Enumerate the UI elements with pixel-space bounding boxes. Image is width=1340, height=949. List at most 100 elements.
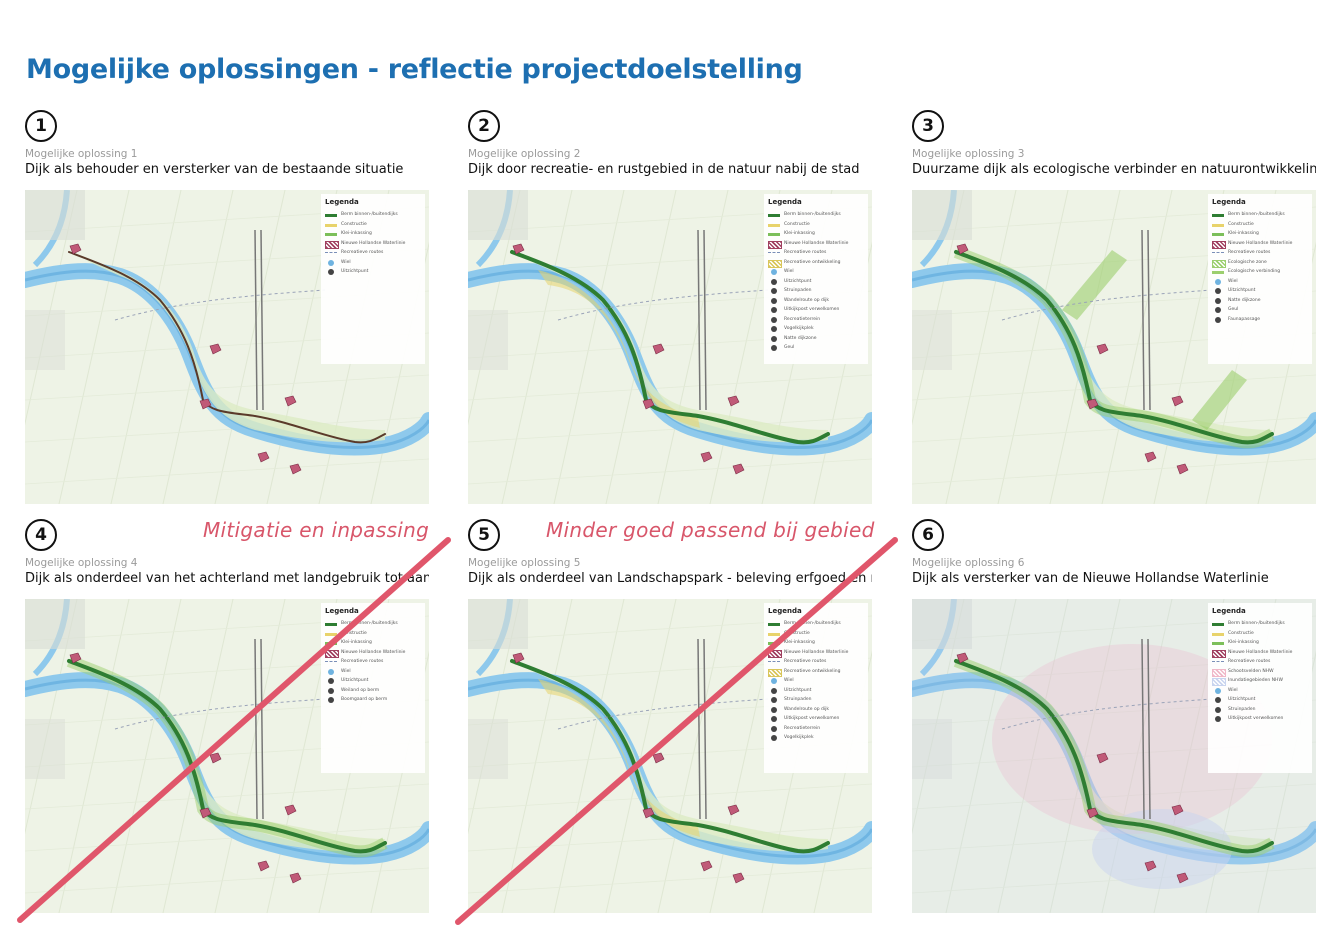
legend-title: Legenda xyxy=(1212,198,1246,206)
legend-label: Constructie xyxy=(341,221,367,227)
legend-item: Nieuwe Hollandse Waterlinie xyxy=(768,649,868,658)
legend-item: Natte dijkzone xyxy=(1212,297,1312,305)
legend-symbol xyxy=(1215,297,1221,304)
legend-item: Recreatieve routes xyxy=(325,659,425,666)
panel-subtitle: Mogelijke oplossing 3 xyxy=(912,148,1025,160)
field-line xyxy=(25,416,429,443)
legend-label: Constructie xyxy=(784,221,810,227)
legend-item: Wandelroute op dijk xyxy=(768,297,868,305)
legend-item: Recreatieve routes xyxy=(768,250,868,257)
legend-item: Faunapassage xyxy=(1212,316,1312,324)
legend-item: Klei-inkassing xyxy=(768,640,868,647)
legend-symbol xyxy=(1212,240,1226,249)
urban-area xyxy=(912,599,972,649)
dike-line xyxy=(954,659,1274,854)
legend-label: Recreatieve routes xyxy=(784,250,827,255)
legend-symbol xyxy=(768,642,780,645)
panel-number-badge: 6 xyxy=(912,519,944,551)
road xyxy=(703,229,707,411)
field-line xyxy=(945,190,1017,504)
legend-symbol xyxy=(328,678,334,684)
panel-subtitle: Mogelijke oplossing 1 xyxy=(25,148,138,160)
recreation-route xyxy=(1001,289,1213,321)
legend-item: Constructie xyxy=(768,631,868,638)
legend-symbol xyxy=(768,233,780,236)
legend-symbol xyxy=(768,623,780,626)
dike-line xyxy=(510,250,830,445)
legend-item: Berm binnen-/buitendijks xyxy=(325,621,425,628)
field-line xyxy=(945,599,1017,913)
legend-label: Constructie xyxy=(341,630,367,636)
legend-symbol xyxy=(1212,668,1226,677)
legend-label: Recreatieve routes xyxy=(1228,250,1271,255)
fort-marker xyxy=(1096,343,1109,355)
urban-area xyxy=(468,310,508,370)
legend-item: Uitkijkpost verwelkomen xyxy=(768,307,868,314)
urban-area xyxy=(468,190,528,240)
legend-label: Uitzichtpunt xyxy=(341,269,369,274)
legend-symbol xyxy=(768,240,782,249)
legend-symbol xyxy=(328,259,334,266)
legend-item: Wiel xyxy=(768,678,868,685)
legend-item: Ecologische verbinding xyxy=(1212,269,1312,276)
legend-symbol xyxy=(325,632,337,636)
legend-symbol xyxy=(325,661,337,662)
fort-marker xyxy=(69,243,82,255)
legend-symbol xyxy=(771,335,777,342)
fort-marker xyxy=(956,652,969,664)
legend-symbol xyxy=(1215,316,1221,323)
field-line xyxy=(468,416,872,443)
legend-label: Ecologische verbinding xyxy=(1228,269,1281,274)
legend-item: Recreatieve routes xyxy=(325,250,425,257)
fort-marker xyxy=(289,463,302,475)
panel-number-badge: 3 xyxy=(912,110,944,142)
legend-symbol xyxy=(328,668,334,675)
fort-marker xyxy=(1171,395,1184,407)
fort-marker xyxy=(1176,872,1189,884)
panel-number-badge: 4 xyxy=(25,519,57,551)
legend-label: Vogelkijkplek xyxy=(784,326,814,331)
legend-item: Recreatieve ontwikkeling xyxy=(768,668,868,677)
legend-item: Vogelkijkplek xyxy=(768,326,868,333)
legend-label: Uitkijkpost verwelkomen xyxy=(784,307,840,312)
urban-area xyxy=(25,310,65,370)
dike-line xyxy=(68,251,386,444)
legend-symbol xyxy=(1215,288,1221,294)
legend-label: Wiel xyxy=(784,678,794,683)
legend-label: Wiel xyxy=(341,668,351,674)
legend-symbol xyxy=(771,297,777,304)
legend-symbol xyxy=(1212,678,1226,686)
legend-symbol xyxy=(1212,223,1224,227)
legend-label: Recreatieve routes xyxy=(341,250,384,255)
legend-symbol xyxy=(771,678,777,684)
road xyxy=(260,229,264,411)
recreation-route xyxy=(557,289,769,321)
legend-symbol xyxy=(325,223,337,227)
legend-item: Berm binnen-/buitendijks xyxy=(768,212,868,219)
legend-item: Klei-inkassing xyxy=(1212,231,1312,238)
field-line xyxy=(25,458,429,485)
foreland xyxy=(972,669,1272,852)
legend-label: Nieuwe Hollandse Waterlinie xyxy=(784,240,849,246)
legend-item: Uitzichtpunt xyxy=(1212,288,1312,295)
legend-label: Berm binnen-/buitendijks xyxy=(784,212,841,217)
field-line xyxy=(912,374,1316,401)
field-line xyxy=(912,783,1316,810)
field-line xyxy=(468,458,872,485)
legend-label: Klei-inkassing xyxy=(1228,231,1259,236)
legend-symbol xyxy=(771,345,777,351)
legend-item: Berm binnen-/buitendijks xyxy=(1212,621,1312,628)
legend-label: Uitzichtpunt xyxy=(1228,288,1256,293)
legend-label: Nieuwe Hollandse Waterlinie xyxy=(1228,240,1293,246)
fort-marker xyxy=(1086,807,1099,819)
legend-label: Recreatieve ontwikkeling xyxy=(784,668,841,674)
legend-label: Wiel xyxy=(1228,278,1238,284)
legend-item: Berm binnen-/buitendijks xyxy=(325,212,425,219)
